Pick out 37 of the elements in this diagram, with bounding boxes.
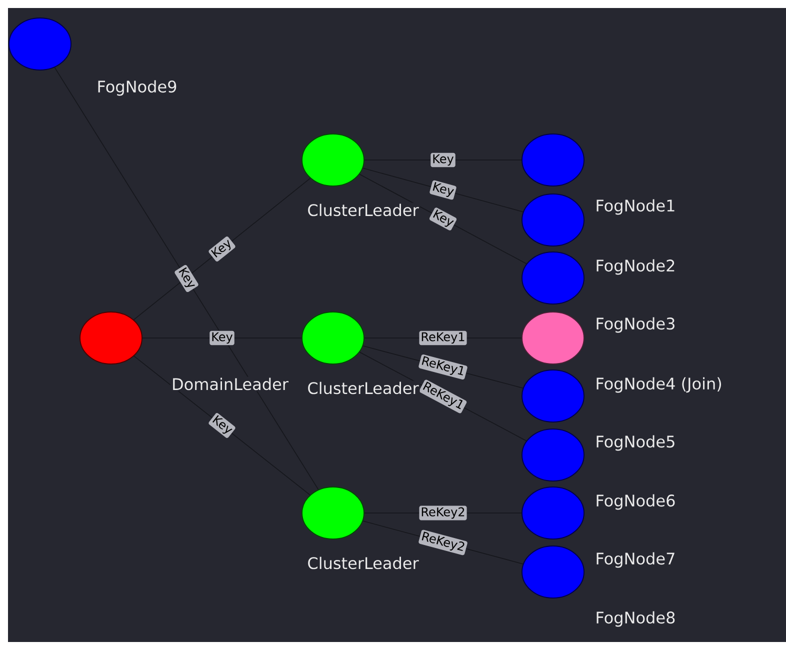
edge-label: ReKey2: [419, 506, 467, 520]
node-circle: [522, 370, 584, 422]
edge-label: Key: [430, 180, 456, 200]
node-label: FogNode4 (Join): [594, 376, 724, 394]
node-circle: [8, 18, 72, 70]
node-label: FogNode9: [96, 79, 178, 97]
node-circle: [522, 312, 584, 364]
edge-label: Key: [208, 413, 236, 438]
node-label: FogNode5: [594, 434, 677, 452]
node-circle: [522, 252, 584, 304]
node-label: ClusterLeader: [306, 380, 420, 396]
node-label: FogNode3: [594, 316, 677, 334]
edge-label: ReKey1: [419, 330, 467, 346]
node-label: FogNode1: [594, 198, 677, 216]
node-label: FogNode7: [594, 551, 677, 569]
node-circle: [522, 428, 584, 482]
node-circle: [302, 134, 364, 186]
node-circle: [522, 486, 584, 540]
edge-label: Key: [208, 236, 236, 262]
edge-label: Key: [429, 208, 457, 230]
edge-label: ReKey1: [418, 354, 468, 380]
node-label: ClusterLeader: [306, 556, 420, 570]
edge-label: Key: [210, 330, 234, 346]
node-label: ClusterLeader: [306, 202, 420, 218]
node-circle: [302, 486, 364, 540]
node-label: FogNode2: [594, 258, 677, 276]
node-label: FogNode8: [594, 610, 677, 628]
node-label: FogNode6: [594, 493, 677, 511]
node-circle: [80, 312, 142, 364]
node-circle: [302, 312, 364, 364]
node-circle: [522, 134, 584, 186]
node-circle: [522, 546, 584, 598]
node-circle: [522, 194, 584, 246]
node-label: DomainLeader: [170, 376, 290, 392]
edge-label: ReKey2: [418, 530, 468, 556]
connector-line: [54, 67, 319, 490]
edge-label: Key: [430, 152, 456, 168]
